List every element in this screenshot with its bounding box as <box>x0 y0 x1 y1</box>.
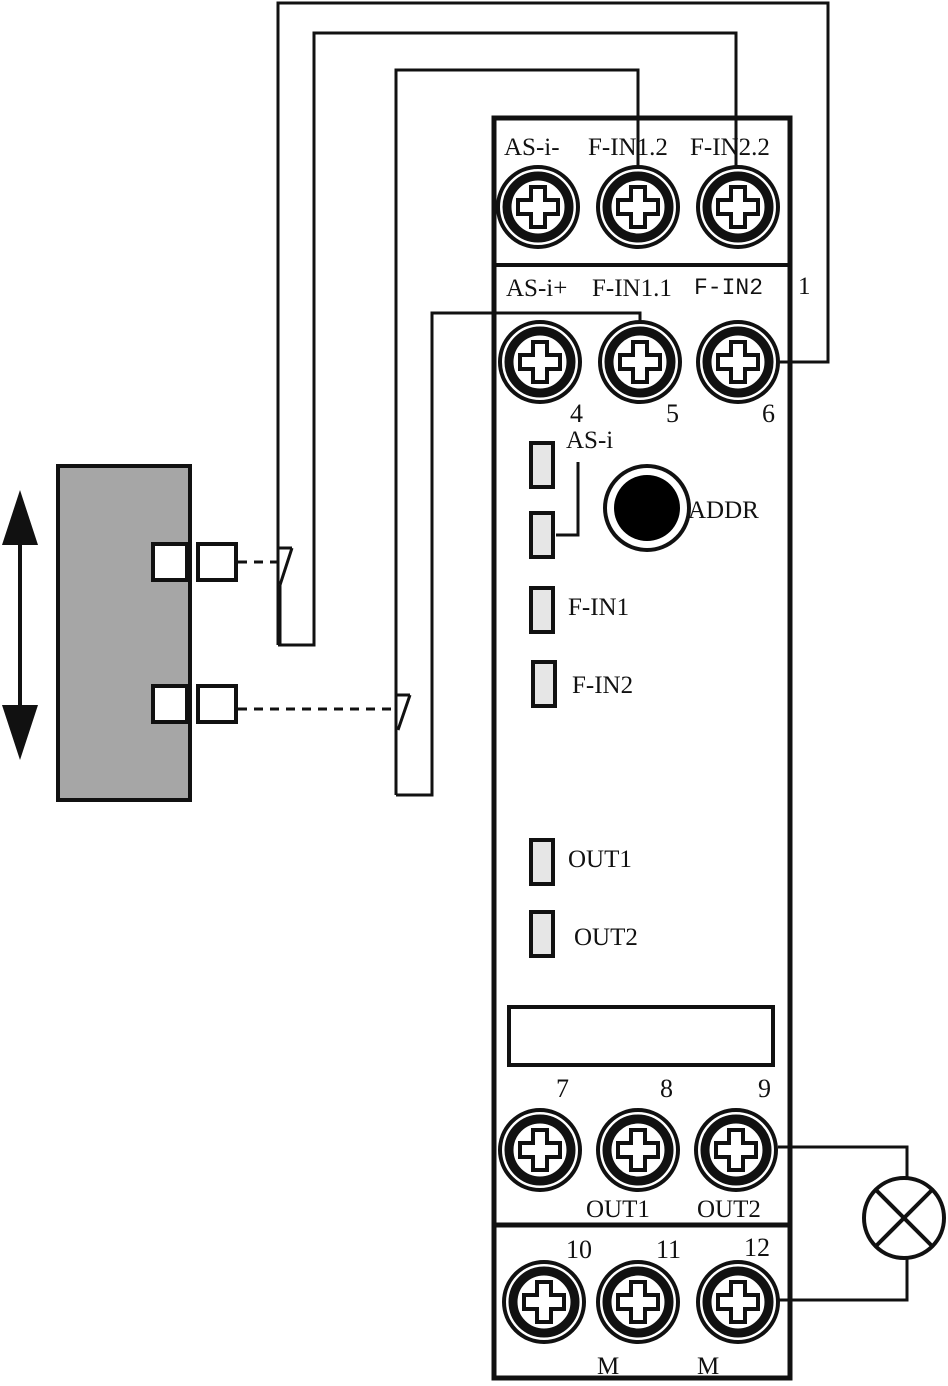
module-body <box>491 115 793 1381</box>
screw-terminal-icon[interactable] <box>500 322 580 402</box>
wire-lamp-top <box>778 1145 909 1178</box>
contact-upper-a <box>151 542 189 582</box>
safety-switch-icon <box>396 693 412 731</box>
terminal-number-5: 5 <box>666 399 679 428</box>
label-m-2: M <box>697 1353 719 1380</box>
label-fin1: F-IN1 <box>568 594 629 621</box>
label-asi: AS-i <box>566 427 613 454</box>
label-fin1-2: F-IN1.2 <box>588 134 668 161</box>
label-fin2-suffix: 1 <box>798 273 811 300</box>
label-m-1: M <box>597 1353 619 1380</box>
label-out1-led: OUT1 <box>568 846 632 873</box>
wire-fin2-1 <box>276 1 830 645</box>
module-label-slot <box>507 1005 775 1067</box>
contact-lower-b <box>196 684 238 724</box>
led-out1 <box>529 838 555 886</box>
label-fin1-1: F-IN1.1 <box>592 275 672 302</box>
wire-fin2-1-inner <box>278 31 738 647</box>
led-fin1 <box>529 586 555 634</box>
contact-upper-b <box>196 542 238 582</box>
led-out2 <box>529 910 555 958</box>
terminal-number-7: 7 <box>556 1074 569 1103</box>
terminal-number-11: 11 <box>656 1235 681 1264</box>
screw-terminal-icon[interactable] <box>696 1110 776 1190</box>
label-asi-plus: AS-i+ <box>506 275 567 302</box>
terminal-number-6: 6 <box>762 399 775 428</box>
safety-switch-icon <box>278 546 294 645</box>
screw-terminal-icon[interactable] <box>504 1262 584 1342</box>
led-addr <box>529 511 555 559</box>
screw-terminal-icon[interactable] <box>698 167 778 247</box>
screw-terminal-icon[interactable] <box>500 1110 580 1190</box>
wire-fin1-inner <box>396 311 642 797</box>
label-out2-terminal: OUT2 <box>697 1196 761 1223</box>
label-fin2: F-IN2 <box>694 275 763 301</box>
label-addr: ADDR <box>688 497 759 524</box>
screw-terminal-icon[interactable] <box>600 322 680 402</box>
screw-terminal-icon[interactable] <box>498 167 578 247</box>
led-asi <box>529 441 555 489</box>
actuator-block <box>56 464 192 802</box>
screw-terminal-icon[interactable] <box>598 167 678 247</box>
terminal-number-10: 10 <box>566 1235 592 1264</box>
label-fin2-2: F-IN2.2 <box>690 134 770 161</box>
label-out2-led: OUT2 <box>574 924 638 951</box>
screw-terminal-icon[interactable] <box>598 1262 678 1342</box>
safety-module: AS-i- F-IN1.2 F-IN2.2 AS-i+ F-IN1.1 F-IN… <box>491 115 811 1381</box>
double-arrow-icon <box>2 490 38 760</box>
label-out1-terminal: OUT1 <box>586 1196 650 1223</box>
label-asi-minus: AS-i- <box>504 134 560 161</box>
addr-button[interactable] <box>603 464 691 552</box>
terminal-number-9: 9 <box>758 1074 771 1103</box>
led-fin2 <box>531 660 557 708</box>
terminal-number-4: 4 <box>570 399 583 428</box>
wiring <box>276 1 909 1302</box>
lamp-icon <box>862 1176 946 1260</box>
screw-terminal-icon[interactable] <box>698 1262 778 1342</box>
led-bracket <box>556 462 580 537</box>
terminal-number-8: 8 <box>660 1074 673 1103</box>
wire-lamp-bottom <box>778 1258 909 1302</box>
screw-terminal-icon[interactable] <box>698 322 778 402</box>
contact-lower-a <box>151 684 189 724</box>
actuator-assembly <box>2 464 412 802</box>
terminal-number-12: 12 <box>744 1233 770 1262</box>
label-fin2-led: F-IN2 <box>572 672 633 699</box>
screw-terminal-icon[interactable] <box>598 1110 678 1190</box>
